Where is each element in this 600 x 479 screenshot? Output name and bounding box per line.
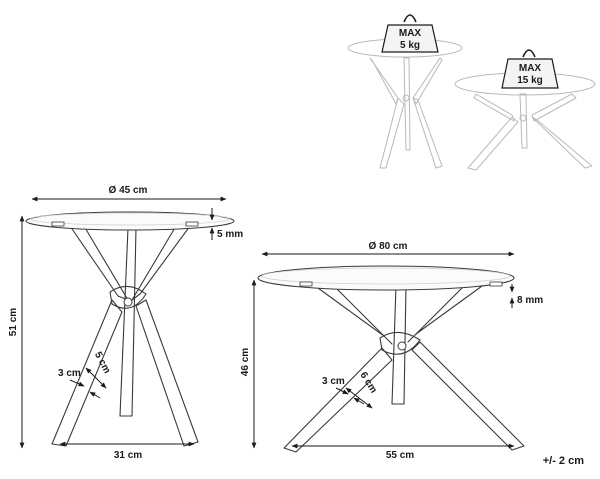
small-table-diameter-label: Ø 45 cm: [109, 185, 148, 196]
large-table-leg-depth-label: 6 cm: [357, 370, 378, 395]
small-table-hub-screw: [123, 297, 133, 307]
large-table-height-label: 46 cm: [240, 348, 251, 376]
small-table-load-sketch: [347, 38, 463, 169]
large-table-dimensions: Ø 80 cm 8 mm 46 cm 55 cm 3 cm 6 cm: [240, 241, 543, 461]
large-table-leg-width-label: 3 cm: [322, 376, 345, 387]
weight-5kg-label-line2: 5 kg: [400, 40, 420, 51]
large-table-leg-right: [411, 341, 525, 451]
large-table-diameter-label: Ø 80 cm: [369, 241, 408, 252]
small-table-upper-arm-left: [69, 225, 129, 301]
large-table-upper-arm-left: [317, 287, 393, 345]
large-table-glass-top: [257, 265, 515, 291]
large-table-leg-hub: [379, 331, 421, 355]
small-table-leg-depth-label: 5 cm: [92, 350, 112, 375]
large-table-top-thickness-label: 8 mm: [517, 295, 543, 306]
small-table-leg-width-label: 3 cm: [58, 368, 81, 379]
weight-15kg-label-line2: 15 kg: [517, 75, 543, 86]
small-table-height-label: 51 cm: [8, 308, 19, 336]
small-table-glass-top: [25, 211, 235, 231]
large-table-upper-arm-right: [407, 285, 483, 343]
large-table-base-span-label: 55 cm: [386, 450, 414, 461]
large-table-hub-screw: [397, 341, 407, 351]
large-coffee-table: [257, 265, 525, 453]
tolerance-note: +/- 2 cm: [543, 455, 584, 467]
small-table-leg-right: [135, 299, 199, 447]
small-side-table: [25, 211, 235, 447]
weight-15kg-label-line1: MAX: [519, 63, 542, 74]
load-capacity-illustration: MAX 5 kg MAX 15 kg: [347, 14, 596, 171]
weight-5kg: MAX 5 kg: [381, 14, 439, 53]
weight-15kg: MAX 15 kg: [501, 49, 559, 89]
large-table-leg-left: [283, 347, 393, 453]
weight-5kg-label-line1: MAX: [399, 28, 422, 39]
small-table-top-thickness-label: 5 mm: [217, 229, 243, 240]
small-table-back-leg: [119, 227, 137, 417]
small-table-upper-arm-right: [131, 225, 191, 301]
small-table-base-span-label: 31 cm: [114, 450, 142, 461]
small-table-leg-hub: [109, 285, 147, 309]
